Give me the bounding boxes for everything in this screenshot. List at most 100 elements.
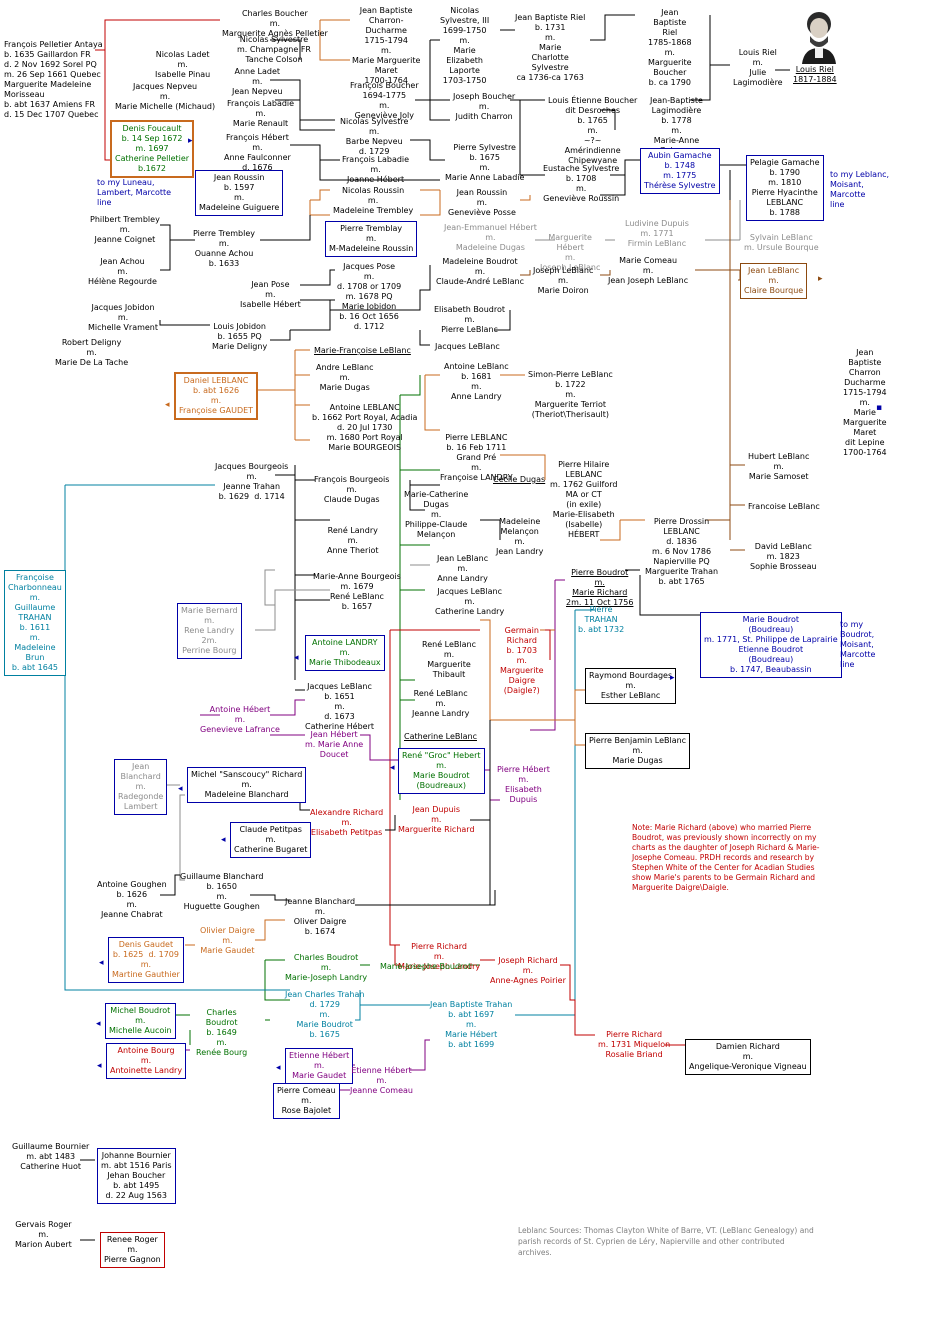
arrow-right-icon[interactable]: ▸ [188, 136, 193, 146]
person-andre-leblanc: Andre LeBlanc m. Marie Dugas [316, 363, 374, 392]
arrow-left-icon[interactable]: ◂ [165, 400, 170, 410]
person-germain-richard: Germain Richard b. 1703 m. Marguerite Da… [500, 626, 544, 695]
arrow-left-icon[interactable]: ◂ [97, 1061, 102, 1071]
bullet-icon: ▪ [876, 403, 883, 413]
arrow-right-icon[interactable]: ▸ [818, 274, 823, 284]
person-etienne-hebert: Etienne Hébert m. Marie Gaudet [285, 1048, 354, 1084]
arrow-left-icon[interactable]: ◂ [221, 835, 226, 845]
person-jean-dupuis: Jean Dupuis m. Marguerite Richard [398, 805, 475, 834]
person-madeleine-boudrot: Madeleine Boudrot m. Claude-André LeBlan… [436, 257, 525, 286]
person-pierre-sylvestre: Pierre Sylvestre b. 1675 m. Marie Anne L… [445, 143, 525, 182]
person-jean-pose: Jean Pose m. Isabelle Hébert [240, 280, 301, 309]
person-denis-gaudet: Denis Gaudet b. 1625 d. 1709 m. Martine … [108, 937, 184, 983]
link-my-luneau-line[interactable]: to my Luneau, Lambert, Marcotte line [97, 178, 172, 207]
arrow-right-icon[interactable]: ▸ [670, 673, 675, 683]
person-jacques-leblanc-catherine: Jacques LeBlanc m. Catherine Landry [435, 587, 505, 616]
person-pelagie-gamache: Pelagie Gamache b. 1790 m. 1810 Pierre H… [746, 155, 824, 221]
person-joseph-boucher: Joseph Boucher m. Judith Charron [453, 92, 516, 121]
person-pierre-benjamin: Pierre Benjamin LeBlanc m. Marie Dugas [585, 733, 691, 769]
richard-note: Note: Marie Richard (above) who married … [632, 823, 820, 892]
person-marie-comeau: Marie Comeau m. Jean Joseph LeBlanc [608, 256, 689, 285]
person-alexandre-richard: Alexandre Richard m. Elisabeth Petitpas [310, 808, 384, 837]
person-francoise-charbonneau: Françoise Charbonneau m. Guillaume TRAHA… [4, 570, 66, 676]
link-my-boudrot-line[interactable]: to my Boudrot, Moisant, Marcotte line [840, 620, 876, 669]
person-simon-pierre-leblanc: Simon-Pierre LeBlanc b. 1722 m. Margueri… [528, 370, 613, 419]
person-jacques-pose: Jacques Pose m. d. 1708 or 1709 m. 1678 … [337, 262, 402, 331]
person-charles-boudrot-1649: Charles Boudrot b. 1649 m. Renée Bourg [196, 1008, 248, 1057]
person-nicolas-roussin: Nicolas Roussin m. Madeleine Trembley [333, 186, 414, 215]
person-pierre-leblanc-1711: Pierre LEBLANC b. 16 Feb 1711 Grand Pré … [440, 433, 513, 482]
person-jean-roussin2: Jean Roussin m. Geneviève Posse [448, 188, 516, 217]
person-madeleine-melancon: Madeleine Melançon m. Jean Landry [496, 517, 544, 556]
person-francois-hebert: François Hébert m. Anne Faulconner d. 16… [224, 133, 291, 172]
person-louis-etienne-boucher: Louis Étienne Boucher dit Desroches b. 1… [548, 96, 638, 165]
person-francois-boucher: François Boucher 1694-1775 m. Geneviève … [350, 81, 419, 120]
person-rene-landry: René Landry m. Anne Theriot [327, 526, 379, 555]
person-joseph-richard: Joseph Richard m. Anne-Agnes Poirier [490, 956, 566, 985]
person-claude-petitpas: Claude Petitpas m. Catherine Bugaret [230, 822, 312, 858]
person-pierre-boudrot: Pierre Boudrot m. Marie Richard 2m. 11 O… [566, 568, 634, 607]
person-marie-bernard: Marie Bernard m. Rene Landry 2m. Perrine… [177, 603, 242, 659]
person-marguerite-hebert: Marguerite Hébert m. Joseph LeBlanc [540, 233, 601, 272]
person-pierre-trahan: Pierre TRAHAN b. abt 1732 [578, 605, 625, 634]
louis-riel-portrait-icon [798, 6, 840, 64]
person-antoine-goughen: Antoine Goughen b. 1626 m. Jeanne Chabra… [97, 880, 167, 919]
person-pierre-trembley: Pierre Trembley m. Ouanne Achou b. 1633 [193, 229, 256, 268]
person-olivier-daigre: Olivier Daigre m. Marie Gaudet [200, 926, 255, 955]
person-jb-charron: Jean Baptiste Charron- Ducharme 1715-179… [352, 6, 421, 85]
arrow-left-icon[interactable]: ◂ [96, 1019, 101, 1029]
person-pierre-comeau: Pierre Comeau m. Rose Bajolet [273, 1083, 340, 1119]
person-gervais-roger: Gervais Roger m. Marion Aubert [15, 1220, 72, 1249]
person-jacques-bourgeois: Jacques Bourgeois m. Jeanne Trahan b. 16… [215, 462, 289, 501]
arrow-left-icon[interactable]: ◂ [390, 763, 395, 773]
person-jb-riel-1731: Jean Baptiste Riel b. 1731 m. Marie Char… [515, 13, 586, 82]
person-hubert-leblanc: Hubert LeBlanc m. Marie Samoset [748, 452, 810, 481]
person-guillaume-blanchard: Guillaume Blanchard b. 1650 m. Huguette … [180, 872, 264, 911]
arrow-left-icon[interactable]: ◂ [276, 1063, 281, 1073]
person-louis-riel: Louis Riel 1817-1884 [793, 65, 837, 84]
person-robert-deligny: Robert Deligny m. Marie De La Tache [55, 338, 129, 367]
person-charles-boudrot: Charles Boudrot m. Marie-Joseph Landry [285, 953, 368, 982]
person-antoine-leblanc-1681: Antoine LeBlanc b. 1681 m. Anne Landry [444, 362, 509, 401]
person-marie-francoise-leblanc: Marie-Françoise LeBlanc [314, 346, 411, 355]
person-daniel-leblanc: Daniel LEBLANC b. abt 1626 m. Françoise … [174, 372, 259, 420]
person-rene-leblanc-jeanne: René LeBlanc m. Jeanne Landry [412, 689, 470, 718]
person-pelletier: François Pelletier Antaya b. 1635 Gailla… [4, 40, 103, 119]
person-anne-ladet: Anne Ladet m. Jean Nepveu [232, 67, 283, 96]
person-jb-riel-1785: Jean Baptiste Riel 1785-1868 m. Margueri… [648, 8, 692, 87]
link-my-leblanc-line[interactable]: to my Leblanc, Moisant, Marcotte line [830, 170, 890, 209]
person-jean-emmanuel-hebert: Jean-Emmanuel Hébert m. Madeleine Dugas [444, 223, 537, 252]
person-jacques-nepveu: Jacques Nepveu m. Marie Michelle (Michau… [115, 82, 216, 111]
person-nicolas-sylvestre-barbe: Nicolas Sylvestre m. Barbe Nepveu d. 172… [340, 117, 409, 156]
person-francois-labadie2: François Labadie m. Joanne Hébert [342, 155, 410, 184]
person-elisabeth-boudrot: Elisabeth Boudrot m. Pierre LeBlanc [434, 305, 505, 334]
person-francois-labadie: François Labadie m. Marie Renault [227, 99, 295, 128]
person-marie-catherine-dugas: Marie-Catherine Dugas m. Philippe-Claude… [404, 490, 469, 539]
person-antoine-bourg: Antoine Bourg m. Antoinette Landry [106, 1043, 187, 1079]
person-pierre-richard-1731: Pierre Richard m. 1731 Miquelon Rosalie … [598, 1030, 671, 1059]
person-pierre-trembley2: Pierre Tremblay m. M-Madeleine Roussin [325, 221, 418, 257]
person-francois-bourgeois: François Bourgeois m. Claude Dugas [314, 475, 390, 504]
person-michel-richard: Michel "Sanscoucy" Richard m. Madeleine … [187, 767, 307, 803]
person-aubin-gamache: Aubin Gamache b. 1748 m. 1775 Thérèse Sy… [640, 148, 720, 194]
person-pierre-richard: Pierre Richard m. Marie-Joseph Landry [398, 942, 481, 971]
person-marie-boudrot-right: Marie Boudrot (Boudreau) m. 1771, St. Ph… [700, 612, 842, 678]
person-pierre-hebert: Pierre Hébert m. Elisabeth Dupuis [497, 765, 550, 804]
person-jacques-jobidon: Jacques Jobidon m. Michelle Vrament [88, 303, 159, 332]
arrow-left-icon[interactable]: ◂ [99, 958, 104, 968]
person-ludivine-dupuis: Ludivine Dupuis m. 1771 Firmin LeBlanc [625, 219, 689, 248]
arrow-left-icon[interactable]: ◂ [294, 653, 299, 663]
person-jean-leblanc-anne: Jean LeBlanc m. Anne Landry [437, 554, 489, 583]
person-eustache-sylvestre: Eustache Sylvestre b. 1708 m. Geneviève … [543, 164, 620, 203]
person-jean-roussin: Jean Roussin b. 1597 m. Madeleine Guigue… [195, 170, 284, 216]
person-sylvain-leblanc: Sylvain LeBlanc m. Ursule Bourque [744, 233, 819, 252]
arrow-left-icon[interactable]: ◂ [178, 784, 183, 794]
person-david-leblanc: David LeBlanc m. 1823 Sophie Brosseau [750, 542, 817, 571]
person-jacques-leblanc: Jacques LeBlanc [435, 342, 500, 351]
person-raymond-bourdages: Raymond Bourdages m. Esther LeBlanc [585, 668, 677, 704]
person-rene-leblanc-thibault: René LeBlanc m. Marguerite Thibault [422, 640, 476, 679]
person-etienne-hebert2: Etienne Hébert m. Jeanne Comeau [350, 1066, 413, 1095]
person-catherine-leblanc: Catherine LeBlanc [404, 732, 477, 741]
person-marie-josephe-boudrot: Marie-Josephe Boudrot [380, 962, 472, 971]
person-damien-richard: Damien Richard m. Angelique-Veronique Vi… [685, 1039, 811, 1075]
